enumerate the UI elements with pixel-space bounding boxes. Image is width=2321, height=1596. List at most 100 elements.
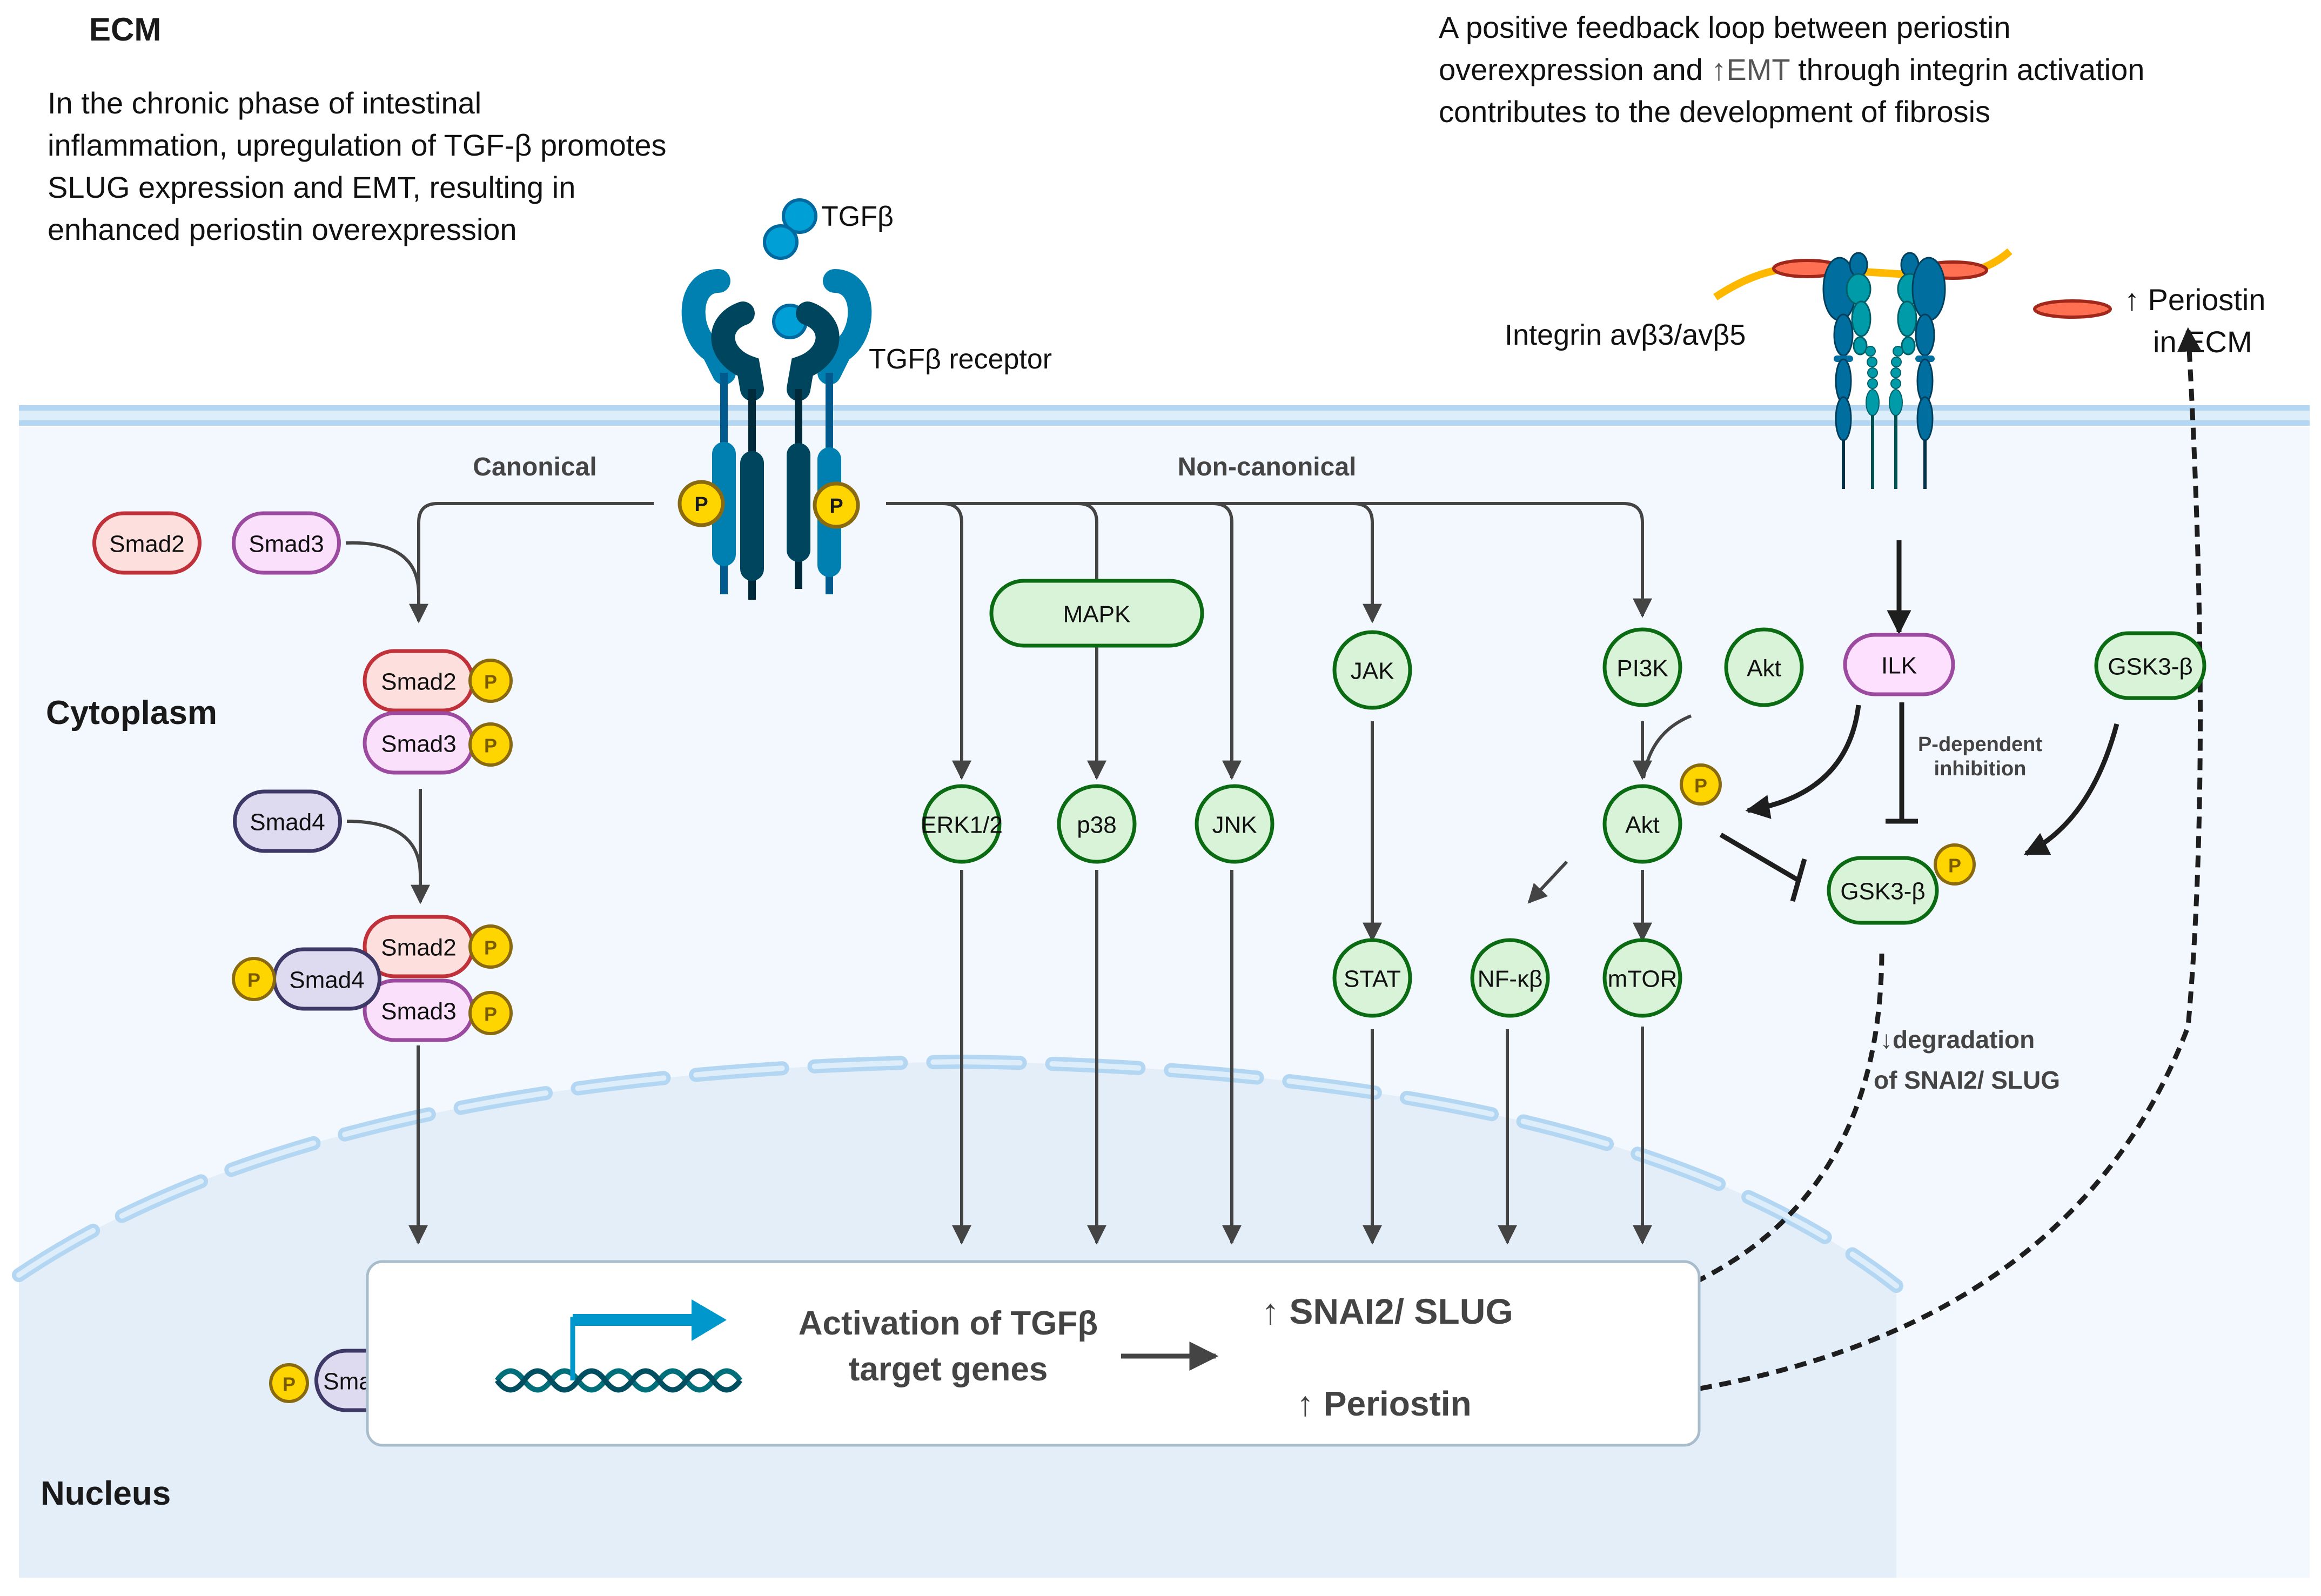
svg-text:↑ Periostin: ↑ Periostin: [2124, 283, 2265, 317]
receptor-phospho-right: P: [813, 481, 860, 529]
smad4-complex-label: Smad4: [289, 967, 364, 994]
svg-text:inhibition: inhibition: [1934, 757, 2027, 780]
svg-text:SLUG expression and EMT, resul: SLUG expression and EMT, resulting in: [48, 170, 575, 204]
smad2-phospho-label: Smad2: [381, 669, 456, 695]
mtor-protein: mTOR: [1602, 938, 1682, 1018]
periostin-nucleus-label: ↑ Periostin: [1297, 1384, 1472, 1423]
p38-label: p38: [1077, 812, 1116, 839]
tgfb-receptor-label: TGFβ receptor: [869, 344, 1052, 375]
gsk3b-free-protein: GSK3-β: [2094, 631, 2206, 700]
svg-text:In the chronic phase of intest: In the chronic phase of intestinal: [48, 86, 481, 120]
nfkb-protein: NF-κβ: [1470, 938, 1550, 1018]
svg-text:Activation of TGFβ: Activation of TGFβ: [799, 1305, 1098, 1342]
jak-label: JAK: [1351, 658, 1394, 685]
smad2-phospho-p-badge: P: [468, 659, 513, 703]
svg-text:P: P: [1694, 775, 1707, 797]
dna-helix-icon: [494, 1368, 743, 1393]
stat-label: STAT: [1344, 966, 1401, 993]
mtor-label: mTOR: [1608, 966, 1678, 993]
erk12-protein: ERK1/2: [921, 784, 1003, 864]
cytoplasm-label: Cytoplasm: [46, 694, 217, 732]
smad3-phospho-protein: Smad3: [363, 711, 475, 775]
smad3-free-label: Smad3: [249, 531, 324, 558]
smad4-free-protein: Smad4: [233, 789, 342, 853]
left-note: In the chronic phase of intestinal infla…: [48, 86, 666, 246]
smad2-complex-p-badge: P: [468, 924, 513, 969]
integrin-icon: [1713, 248, 2013, 489]
smad4-nuclear-p-badge: P: [269, 1363, 309, 1403]
pi3k-protein: PI3K: [1602, 627, 1682, 707]
degradation-label: ↓degradation of SNAI2/ SLUG: [1874, 1025, 2060, 1094]
plasma-membrane: [19, 405, 2310, 426]
akt-phospho-protein: Akt: [1602, 784, 1682, 864]
svg-text:P: P: [283, 1373, 296, 1396]
ilk-label: ILK: [1881, 653, 1917, 679]
svg-text:in ECM: in ECM: [2153, 325, 2252, 359]
svg-text:↓degradation: ↓degradation: [1880, 1025, 2035, 1054]
smad3-complex-label: Smad3: [381, 998, 456, 1025]
svg-text:overexpression and ↑EMT throug: overexpression and ↑EMT through integrin…: [1439, 52, 2144, 86]
activation-text: Activation of TGFβ target genes: [799, 1305, 1098, 1388]
snai2-slug-label: ↑ SNAI2/ SLUG: [1262, 1291, 1513, 1331]
periostin-icon: [2033, 299, 2112, 319]
pi3k-label: PI3K: [1616, 655, 1668, 682]
smad3-phospho-label: Smad3: [381, 731, 456, 757]
nucleus-label: Nucleus: [41, 1475, 171, 1512]
akt-p-badge: P: [1680, 763, 1722, 806]
svg-text:of SNAI2/ SLUG: of SNAI2/ SLUG: [1874, 1066, 2060, 1094]
svg-text:contributes to the development: contributes to the development of fibros…: [1439, 95, 1990, 129]
mapk-protein: MAPK: [989, 579, 1204, 648]
smad4-complex-protein: Smad4: [272, 947, 381, 1011]
svg-text:enhanced periostin overexpress: enhanced periostin overexpression: [48, 212, 517, 246]
ecm-label: ECM: [89, 11, 161, 48]
gsk3b-phospho-label: GSK3-β: [1840, 879, 1925, 905]
akt-phospho-label: Akt: [1625, 812, 1660, 839]
smad3-complex-protein: Smad3: [363, 978, 475, 1042]
smad2-complex-label: Smad2: [381, 935, 456, 961]
jnk-protein: JNK: [1195, 784, 1274, 864]
svg-text:P: P: [484, 1003, 497, 1025]
smad2-free-label: Smad2: [109, 531, 184, 558]
svg-text:P: P: [484, 671, 497, 693]
gsk3b-p-badge: P: [1934, 843, 1976, 886]
integrin-signal-arrows: [1719, 540, 2119, 902]
mapk-label: MAPK: [1063, 601, 1131, 628]
smad3-phospho-p-badge: P: [468, 722, 513, 767]
p38-protein: p38: [1057, 784, 1137, 864]
periostin-ecm-label: ↑ Periostin in ECM: [2124, 283, 2265, 359]
stat-protein: STAT: [1332, 938, 1412, 1018]
smad2-phospho-protein: Smad2: [363, 649, 475, 713]
canonical-label: Canonical: [473, 453, 596, 481]
pathway-connectors: [345, 502, 1692, 1245]
svg-text:P-dependent: P-dependent: [1918, 733, 2042, 756]
svg-text:inflammation, upregulation of: inflammation, upregulation of TGF-β prom…: [48, 128, 666, 162]
akt-free-label: Akt: [1747, 655, 1781, 682]
svg-text:P: P: [247, 969, 260, 991]
jnk-label: JNK: [1212, 812, 1257, 839]
nfkb-label: NF-κβ: [1478, 966, 1543, 993]
ilk-protein: ILK: [1843, 633, 1955, 696]
non-canonical-label: Non-canonical: [1178, 453, 1357, 481]
tgfb-label: TGFβ: [821, 201, 894, 232]
gsk3b-phospho-protein: GSK3-β: [1827, 856, 1939, 925]
smad2-complex-protein: Smad2: [363, 915, 475, 978]
svg-text:P: P: [1948, 855, 1961, 877]
integrin-label: Integrin avβ3/avβ5: [1505, 319, 1746, 351]
smad2-free-protein: Smad2: [92, 511, 202, 575]
right-note: A positive feedback loop between periost…: [1439, 10, 2144, 129]
svg-text:P: P: [829, 495, 843, 518]
smad3-complex-p-badge: P: [468, 991, 513, 1035]
gsk3b-free-label: GSK3-β: [2108, 654, 2192, 680]
smad4-free-label: Smad4: [250, 809, 325, 836]
svg-text:A positive feedback loop betwe: A positive feedback loop between periost…: [1439, 10, 2010, 44]
svg-text:target genes: target genes: [849, 1351, 1048, 1388]
akt-free-protein: Akt: [1724, 627, 1804, 707]
p-dependent-inhibition-label: P-dependent inhibition: [1918, 733, 2042, 780]
receptor-phospho-left: P: [677, 480, 725, 527]
jak-protein: JAK: [1332, 630, 1412, 710]
svg-text:P: P: [484, 937, 497, 959]
transcription-start-arrow-icon: [570, 1299, 727, 1380]
erk12-label: ERK1/2: [921, 812, 1003, 839]
svg-text:P: P: [484, 735, 497, 757]
